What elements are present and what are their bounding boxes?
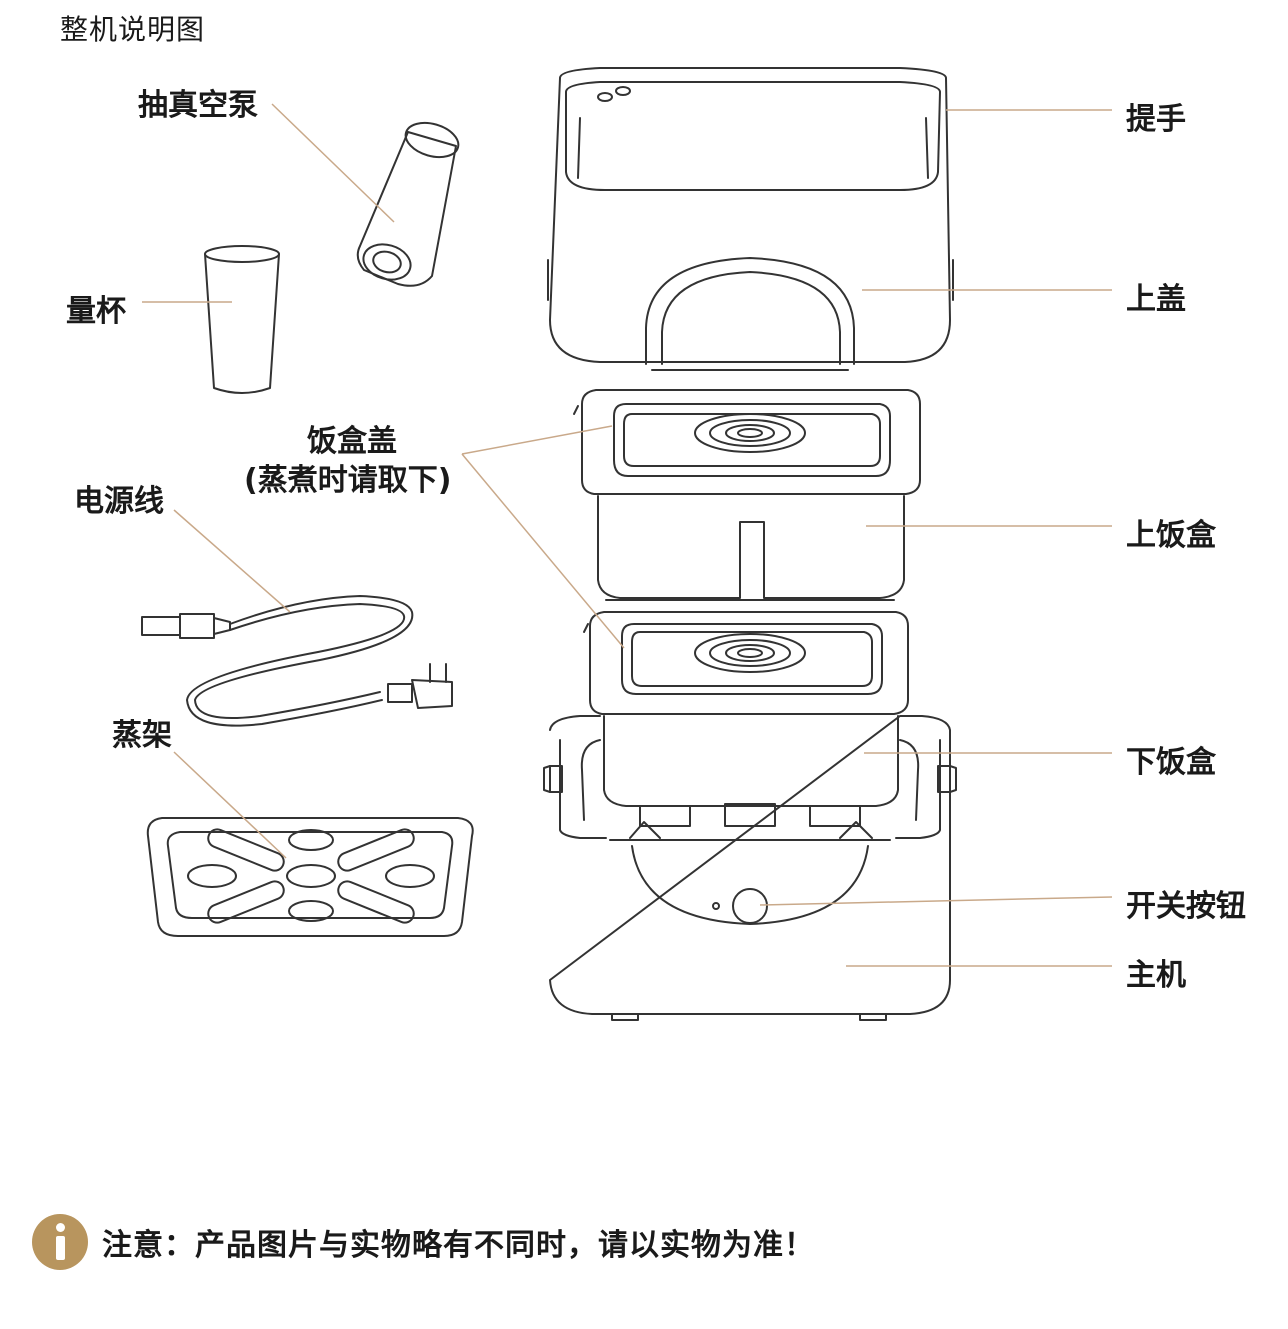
page-title: 整机说明图 [60,13,206,46]
label-top-cover: 上盖 [1126,282,1186,317]
upper-box-drawing [573,389,921,601]
label-handle: 提手 [1126,102,1186,137]
leader-lines [142,103,1113,967]
steam-rack-drawing [146,817,474,937]
label-steam-rack: 蒸架 [112,718,172,753]
label-vacuum-pump: 抽真空泵 [138,88,258,123]
label-upper-box: 上饭盒 [1126,518,1216,553]
notice-text: 注意：产品图片与实物略有不同时，请以实物为准！ [102,1228,815,1263]
vacuum-pump-drawing [356,121,460,287]
notice-banner: 注意：产品图片与实物略有不同时，请以实物为准！ [32,1214,815,1270]
info-icon [32,1214,88,1270]
label-measuring-cup: 量杯 [66,294,126,329]
label-box-lid: 饭盒盖 [307,424,397,459]
label-main-unit: 主机 [1126,958,1186,993]
power-cord-drawing [141,595,453,727]
label-power-button: 开关按钮 [1126,889,1246,924]
label-power-cord: 电源线 [74,484,164,519]
label-lower-box: 下饭盒 [1126,745,1216,780]
measuring-cup-drawing [204,245,280,394]
top-cover-drawing [547,67,954,371]
label-box-lid-note: (蒸煮时请取下) [244,463,452,498]
main-unit-drawing [543,715,957,1021]
lower-box-drawing [583,611,909,807]
